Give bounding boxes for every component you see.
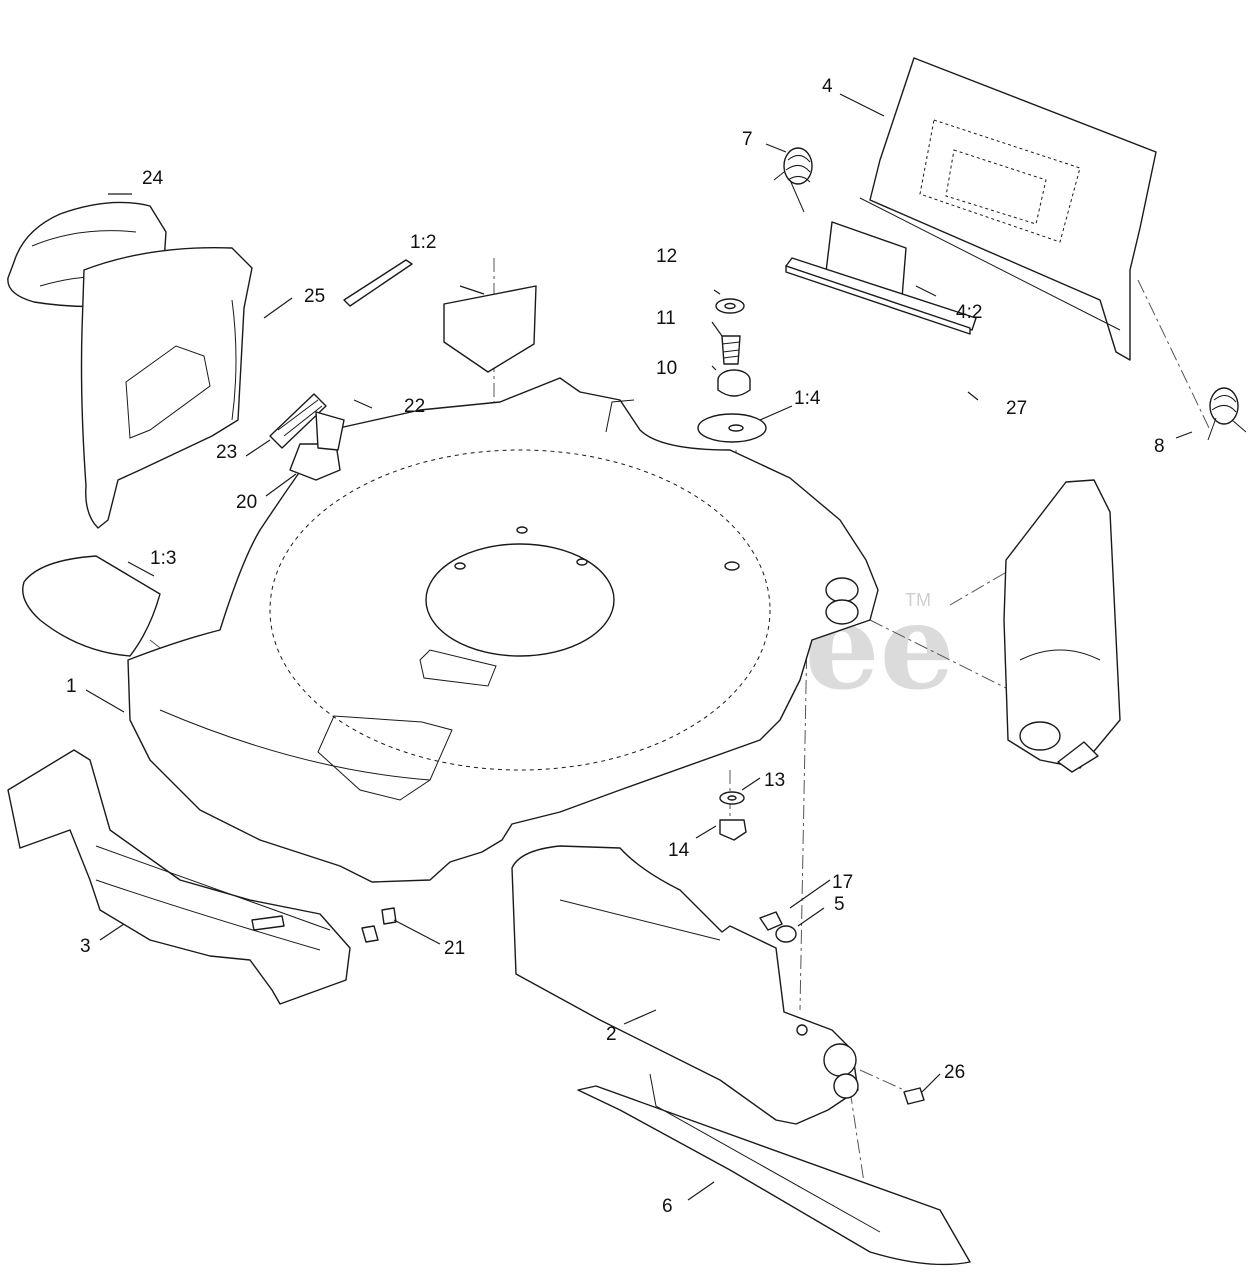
part-17-nut: [759, 911, 783, 931]
callout-1-3: 1:3: [150, 548, 176, 569]
decal-1-3: [22, 555, 161, 657]
part-21-bolts: [361, 907, 397, 943]
part-5-spacer: [775, 925, 797, 943]
part-14-nut: [719, 819, 747, 841]
part-12-washer: [715, 298, 745, 314]
callout-25: 25: [304, 286, 325, 307]
callout-22: 22: [404, 396, 425, 417]
callout-6: 6: [662, 1196, 673, 1217]
callout-11: 11: [656, 308, 676, 329]
callout-12: 12: [656, 246, 677, 267]
callout-4: 4: [822, 76, 833, 97]
callout-5: 5: [834, 894, 845, 915]
part-11-spring: [721, 335, 741, 365]
part-4-rear-door: [859, 57, 1157, 361]
callout-1: 1: [66, 676, 77, 697]
callout-1-4: 1:4: [794, 388, 821, 409]
part-23-spring: [269, 393, 345, 451]
callout-4-2: 4:2: [956, 302, 982, 323]
part-26-screw: [903, 1087, 925, 1105]
part-6-chute-bottom: [577, 1073, 971, 1266]
callout-7: 7: [742, 129, 753, 150]
part-22-rod: [343, 259, 413, 307]
callout-23: 23: [216, 442, 237, 463]
part-20-bracket: [289, 443, 341, 481]
callout-10: 10: [656, 358, 677, 379]
callout-26: 26: [944, 1062, 965, 1083]
callout-2: 2: [606, 1024, 617, 1045]
callout-13: 13: [764, 770, 785, 791]
decal-1-2: [443, 285, 537, 373]
part-2-chute: [511, 845, 859, 1125]
callout-14: 14: [668, 840, 690, 861]
callout-27: 27: [1006, 398, 1027, 419]
part-13-washer: [719, 791, 745, 805]
part-7-spring: [773, 147, 813, 213]
callout-8: 8: [1154, 436, 1165, 457]
callout-21: 21: [444, 938, 465, 959]
callout-24: 24: [142, 168, 164, 189]
callout-20: 20: [236, 492, 257, 513]
leader-lines: [85, 93, 1193, 1201]
rear-bracket: [1003, 479, 1121, 773]
part-3-skirt: [7, 749, 351, 1005]
part-1-deck: [127, 377, 879, 883]
part-25-shield: [80, 247, 253, 529]
part-27-strip: [785, 257, 977, 335]
part-10-knob: [717, 369, 751, 397]
callouts: 4 7 24 1:2 12 25 11 4:2 10 1:4 22 27 8 2…: [66, 76, 1165, 1217]
callout-1-2: 1:2: [410, 232, 436, 253]
part-8-spring: [1207, 387, 1247, 441]
decal-1-4: [697, 413, 767, 443]
callout-17: 17: [832, 872, 853, 893]
callout-3: 3: [80, 936, 91, 957]
watermark-trademark: TM: [905, 590, 931, 610]
